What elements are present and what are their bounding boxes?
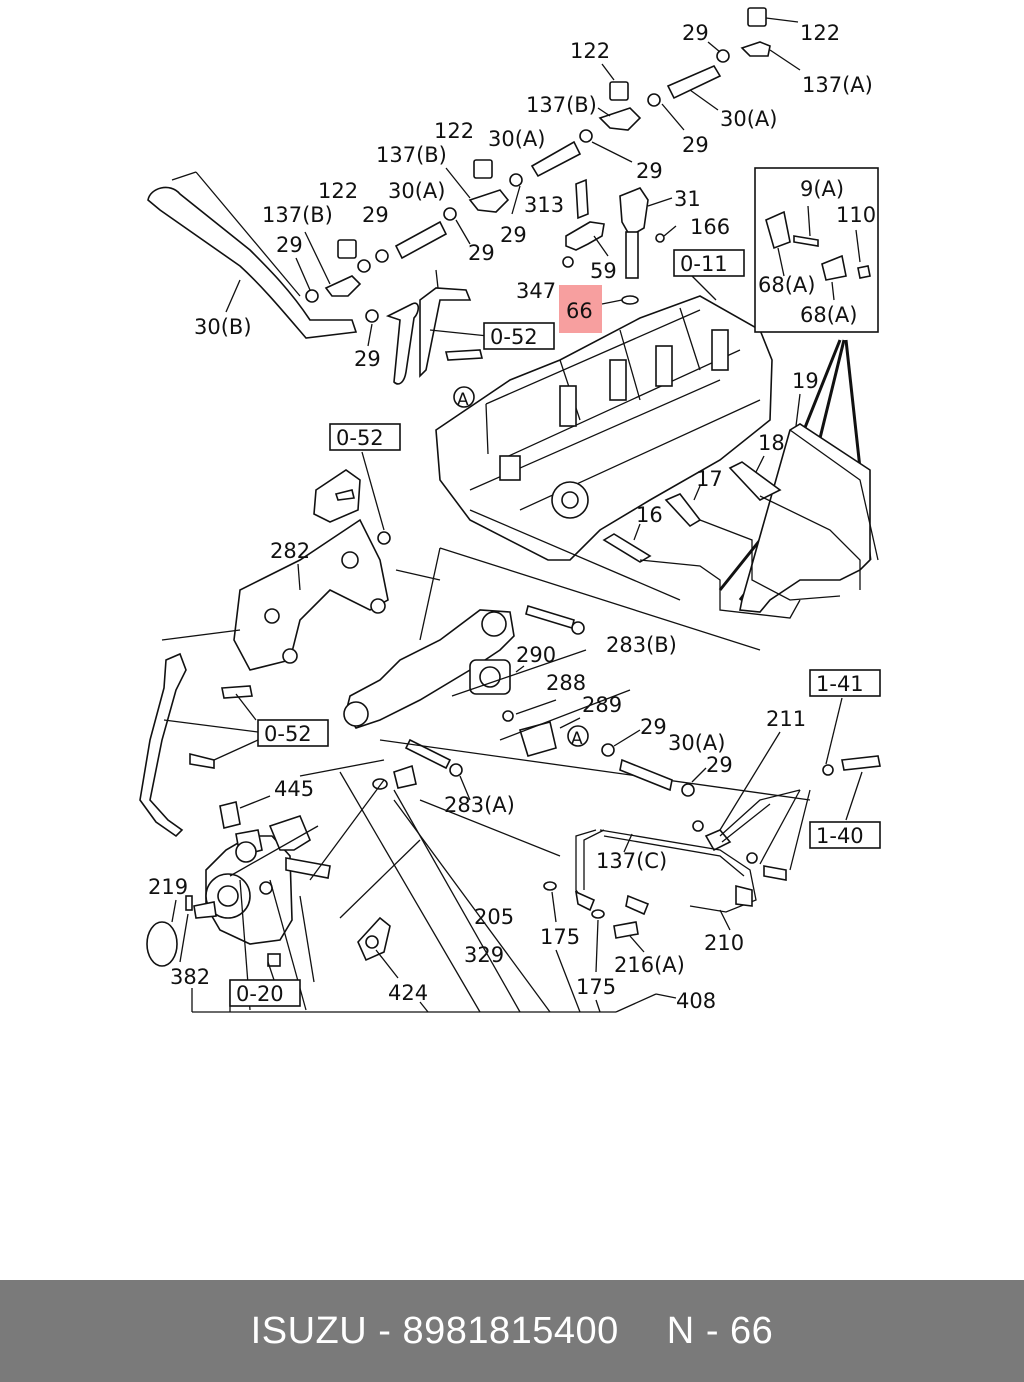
label-205: 205 <box>474 905 514 929</box>
clamp-detail-box <box>754 167 879 333</box>
label-17: 17 <box>696 467 723 491</box>
injection-pipes <box>602 339 879 619</box>
label-29: 29 <box>706 753 733 777</box>
label-445: 445 <box>274 777 314 801</box>
label-9a: 9(A) <box>800 177 844 201</box>
highlight-66 <box>559 285 602 333</box>
ref-box-0-52[interactable]: 0-52 <box>329 423 401 451</box>
ref-box-1-40[interactable]: 1-40 <box>809 821 881 849</box>
label-283b: 283(B) <box>606 633 677 657</box>
svg-text:0-20: 0-20 <box>236 982 284 1006</box>
label-289: 289 <box>582 693 622 717</box>
label-122: 122 <box>434 119 474 143</box>
label-30b: 30(B) <box>194 315 252 339</box>
label-29: 29 <box>636 159 663 183</box>
bracket-assembly <box>139 451 391 838</box>
label-216a: 216(A) <box>614 953 685 977</box>
label-29: 29 <box>276 233 303 257</box>
ref-box-1-41[interactable]: 1-41 <box>809 669 881 697</box>
label-211: 211 <box>766 707 806 731</box>
label-29: 29 <box>500 223 527 247</box>
label-166: 166 <box>690 215 730 239</box>
label-137b: 137(B) <box>262 203 333 227</box>
label-313: 313 <box>524 193 564 217</box>
brand-separator: - <box>378 1309 392 1352</box>
label-137b: 137(B) <box>526 93 597 117</box>
svg-text:0-52: 0-52 <box>490 325 538 349</box>
common-rail <box>343 509 811 857</box>
label-175: 175 <box>576 975 616 999</box>
label-29: 29 <box>682 21 709 45</box>
svg-text:0-52: 0-52 <box>264 722 312 746</box>
circle-a-marker: A <box>571 729 583 749</box>
label-29: 29 <box>362 203 389 227</box>
ref-prefix: N <box>666 1309 695 1352</box>
label-66: 66 <box>566 299 593 323</box>
label-219: 219 <box>148 875 188 899</box>
svg-text:1-41: 1-41 <box>816 672 864 696</box>
label-31: 31 <box>674 187 701 211</box>
label-283a: 283(A) <box>444 793 515 817</box>
label-424: 424 <box>388 981 428 1005</box>
label-59: 59 <box>590 259 617 283</box>
label-290: 290 <box>516 643 556 667</box>
part-info-footer: ISUZU - 8981815400 N - 66 <box>0 1280 1024 1382</box>
part-number: 8981815400 <box>402 1309 619 1352</box>
label-68a: 68(A) <box>800 303 857 327</box>
injector-assembly <box>562 178 677 305</box>
label-347: 347 <box>516 279 556 303</box>
label-122: 122 <box>570 39 610 63</box>
label-210: 210 <box>704 931 744 955</box>
label-288: 288 <box>546 671 586 695</box>
label-30a: 30(A) <box>488 127 545 151</box>
label-30a: 30(A) <box>388 179 445 203</box>
brand-name: ISUZU <box>250 1309 368 1352</box>
ref-box-0-52[interactable]: 0-52 <box>483 322 555 350</box>
fuel-return-lines <box>543 697 881 973</box>
label-30a: 30(A) <box>720 107 777 131</box>
label-175: 175 <box>540 925 580 949</box>
label-382: 382 <box>170 965 210 989</box>
ref-separator: - <box>705 1309 719 1352</box>
reference-boxes: 0-11 0-52 0-52 0-52 1-41 1-40 0-20 <box>229 249 881 1007</box>
label-137c: 137(C) <box>596 849 667 873</box>
label-110: 110 <box>836 203 876 227</box>
label-30a: 30(A) <box>668 731 725 755</box>
return-hose-assembly <box>147 7 801 385</box>
label-29: 29 <box>354 347 381 371</box>
ref-box-0-11[interactable]: 0-11 <box>673 249 745 277</box>
ref-box-0-20[interactable]: 0-20 <box>229 979 301 1007</box>
svg-text:1-40: 1-40 <box>816 824 864 848</box>
cylinder-head <box>435 273 773 561</box>
label-122: 122 <box>318 179 358 203</box>
label-137a: 137(A) <box>802 73 873 97</box>
circle-a-marker: A <box>457 390 469 410</box>
label-282: 282 <box>270 539 310 563</box>
label-29: 29 <box>468 241 495 265</box>
label-122: 122 <box>800 21 840 45</box>
label-408: 408 <box>676 989 716 1013</box>
svg-text:0-52: 0-52 <box>336 426 384 450</box>
svg-text:0-11: 0-11 <box>680 252 728 276</box>
parts-diagram: 122 137(A) 29 30(A) 122 137(B) 29 122 30… <box>139 7 881 1013</box>
reference-markers: A A <box>453 386 589 749</box>
label-137b: 137(B) <box>376 143 447 167</box>
label-16: 16 <box>636 503 663 527</box>
injection-pump <box>146 759 677 1013</box>
label-19: 19 <box>792 369 819 393</box>
label-18: 18 <box>758 431 785 455</box>
ref-number: 66 <box>730 1309 774 1352</box>
ref-box-0-52[interactable]: 0-52 <box>257 719 329 747</box>
label-29: 29 <box>682 133 709 157</box>
label-29: 29 <box>640 715 667 739</box>
part-labels: 122 137(A) 29 30(A) 122 137(B) 29 122 30… <box>148 21 876 1013</box>
label-68a: 68(A) <box>758 273 815 297</box>
label-329: 329 <box>464 943 504 967</box>
